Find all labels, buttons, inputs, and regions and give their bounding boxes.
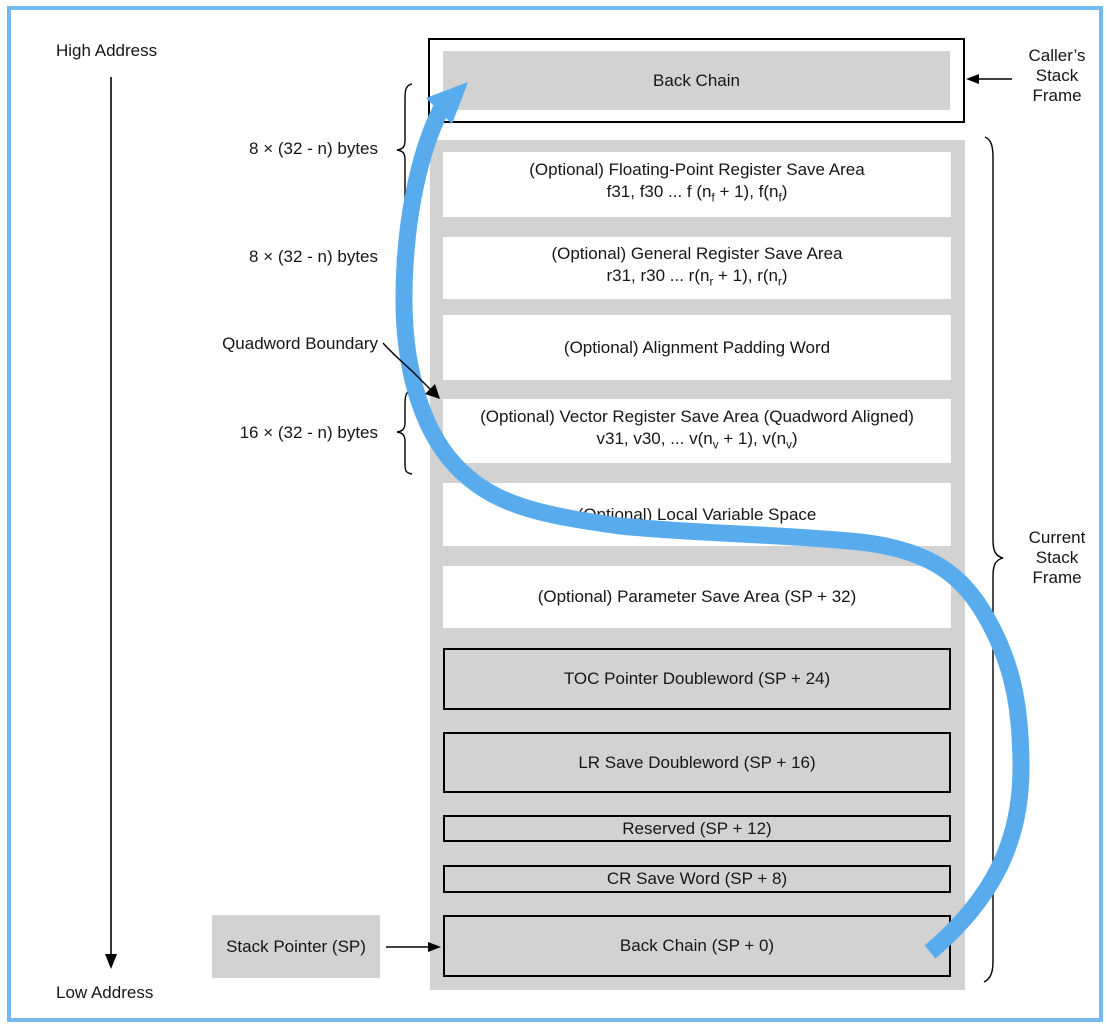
caller-back-chain-cell: Back Chain <box>443 51 950 110</box>
fp-save-size-label: 8 × (32 - n) bytes <box>249 139 378 158</box>
row-lr-save-doubleword: LR Save Doubleword (SP + 16) <box>443 732 951 793</box>
row-alignment-padding-word: (Optional) Alignment Padding Word <box>443 315 951 380</box>
row-title: (Optional) Parameter Save Area (SP + 32) <box>537 587 857 606</box>
high-address-label: High Address <box>56 41 158 60</box>
quadword-boundary-label: Quadword Boundary <box>222 334 378 353</box>
row-detail: v31, v30, ... v(nv + 1), v(nv) <box>596 428 798 452</box>
row-title: TOC Pointer Doubleword (SP + 24) <box>563 669 831 688</box>
row-title: (Optional) Floating-Point Register Save … <box>529 160 865 180</box>
row-title: LR Save Doubleword (SP + 16) <box>578 752 816 772</box>
row-reserved: Reserved (SP + 12) <box>443 815 951 842</box>
caller-frame-box: Back Chain <box>428 38 965 123</box>
row-vector-register-save-area: (Optional) Vector Register Save Area (Qu… <box>443 399 951 463</box>
row-title: Reserved (SP + 12) <box>622 818 772 838</box>
row-fp-register-save-area: (Optional) Floating-Point Register Save … <box>443 152 951 217</box>
row-parameter-save-area: (Optional) Parameter Save Area (SP + 32) <box>443 566 951 628</box>
callers-frame-label: Caller’s Stack Frame <box>1028 46 1086 105</box>
row-general-register-save-area: (Optional) General Register Save Area r3… <box>443 237 951 299</box>
row-detail: r31, r30 ... r(nr + 1), r(nr) <box>606 265 788 289</box>
current-frame-label: Current Stack Frame <box>1028 528 1086 587</box>
gr-save-size-label: 8 × (32 - n) bytes <box>249 247 378 266</box>
row-local-variable-space: (Optional) Local Variable Space <box>443 483 951 546</box>
row-title: (Optional) Vector Register Save Area (Qu… <box>480 406 914 426</box>
row-title: (Optional) General Register Save Area <box>551 243 843 263</box>
stack-pointer-box: Stack Pointer (SP) <box>212 915 380 978</box>
row-detail: f31, f30 ... f (nf + 1), f(nf) <box>606 182 788 205</box>
row-toc-pointer-doubleword: TOC Pointer Doubleword (SP + 24) <box>443 648 951 710</box>
row-title: (Optional) Local Variable Space <box>577 504 817 524</box>
row-back-chain-sp0: Back Chain (SP + 0) <box>443 915 951 977</box>
low-address-label: Low Address <box>56 983 154 1002</box>
row-title: CR Save Word (SP + 8) <box>606 869 788 888</box>
row-cr-save-word: CR Save Word (SP + 8) <box>443 865 951 893</box>
diagram-border <box>7 6 1103 1022</box>
vr-save-size-label: 16 × (32 - n) bytes <box>239 423 378 442</box>
row-title: (Optional) Alignment Padding Word <box>563 337 831 357</box>
row-title: Back Chain (SP + 0) <box>619 936 775 955</box>
